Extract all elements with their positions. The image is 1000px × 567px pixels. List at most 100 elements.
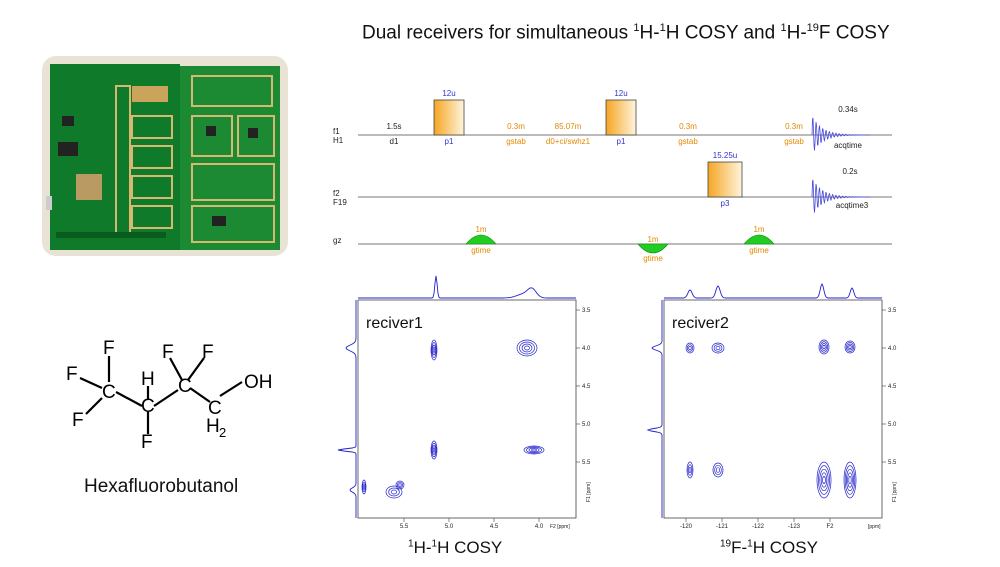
y-tick-label: 5.0 (888, 422, 897, 428)
atom-C: C (141, 396, 155, 417)
cross-peak-contour (430, 440, 438, 460)
y-tick-label: 3.5 (888, 308, 897, 314)
x-tick-label: -121 (716, 524, 729, 530)
cross-peak-contour (390, 489, 398, 495)
cross-peak-contour (847, 472, 853, 488)
cross-peak-contour (432, 445, 436, 455)
y-tick-label: 5.5 (582, 460, 591, 466)
cross-peak-contour (686, 344, 694, 352)
spectrum-2-label: reciver2 (672, 315, 729, 332)
channel-nucleus-h1: H1 (333, 136, 344, 145)
y-tick-label: 5.5 (888, 460, 897, 466)
pulse-p1b-duration: 12u (614, 89, 627, 98)
spectrum-1-left-projection (337, 300, 357, 518)
cross-peak-contour (523, 445, 545, 455)
cross-peak-contour (396, 481, 404, 489)
cross-peak-contour (844, 465, 856, 495)
cross-peak-contour (686, 461, 694, 479)
pulse-p3-label: p3 (721, 199, 730, 208)
cross-peak-contour (531, 448, 537, 452)
gstab-2-value: 0.3m (679, 122, 697, 131)
pulse-p3-duration: 15.25u (713, 151, 737, 160)
cross-peak-contour (688, 466, 692, 474)
cross-peak-contour (821, 343, 827, 351)
spectrum-2-left-projection (646, 300, 663, 518)
x-tick-label: -122 (752, 524, 765, 530)
fid-h1 (811, 117, 870, 151)
spectrum-1-y-axis-label: F1 [ppm] (586, 482, 592, 502)
atom-H2: H (206, 416, 220, 437)
cross-peak-contour (524, 345, 530, 351)
x-tick-label: 4.0 (535, 524, 544, 530)
cross-peak-contour (526, 446, 542, 454)
cross-peak-contour (846, 468, 854, 492)
spectrum-2-cross-peaks (685, 339, 857, 499)
cross-peak-contour (843, 461, 857, 499)
cross-peak-contour (845, 342, 855, 352)
x-tick-label: -123 (788, 524, 801, 530)
cross-peak-contour (847, 343, 853, 351)
atom-F: F (162, 342, 174, 363)
x-tick-label: 4.5 (490, 524, 499, 530)
channel-name-gz: gz (333, 236, 341, 245)
delay-d1-label: d1 (390, 137, 399, 146)
atom-F: F (103, 338, 115, 359)
receiver-board-image (42, 56, 288, 256)
cross-peak-contour (430, 339, 438, 361)
channel-name-f2: f2 (333, 189, 340, 198)
y-tick-label: 5.0 (582, 422, 591, 428)
cross-peak-contour (816, 461, 832, 499)
pulse-sequence-diagram: f1 H1 f2 F19 gz 1.5s d1 12u p1 0.3m gsta… (333, 89, 892, 263)
cross-peak-contour (432, 344, 436, 356)
atom-H2-subscript: 2 (219, 425, 226, 440)
cross-peak-contour (362, 481, 366, 493)
cross-peak-contour (361, 479, 367, 495)
gradient-1-value: 1m (475, 225, 486, 234)
gradient-3 (743, 234, 775, 245)
cross-peak-contour (395, 480, 405, 490)
spectrum-1-caption: 1H-1H COSY (408, 538, 503, 557)
cross-peak-contour (711, 342, 725, 354)
cross-peak-contour (715, 467, 721, 473)
spectrum-1-top-projection (358, 275, 576, 299)
y-tick-label: 4.5 (582, 384, 591, 390)
gstab-3-value: 0.3m (785, 122, 803, 131)
x-tick-label: 5.5 (400, 524, 409, 530)
cross-peak-contour (844, 340, 856, 354)
gradient-1 (465, 234, 497, 245)
cross-peak-contour (388, 487, 400, 497)
acq-2-label: acqtime3 (836, 201, 869, 210)
delay-d0-value: 85.07m (555, 122, 582, 131)
atom-F: F (141, 432, 153, 453)
gradient-3-value: 1m (753, 225, 764, 234)
cross-peak-contour (431, 442, 437, 458)
atom-C: C (178, 376, 192, 397)
y-tick-label: 4.5 (888, 384, 897, 390)
cross-peak-contour (848, 476, 852, 484)
gstab-1-value: 0.3m (507, 122, 525, 131)
cross-peak-contour (822, 344, 826, 350)
delay-d1-value: 1.5s (386, 122, 401, 131)
cross-peak-contour (713, 344, 723, 352)
spectrum-2-caption: 19F-1H COSY (720, 538, 818, 557)
atom-OH: OH (244, 372, 273, 393)
cross-peak-contour (398, 483, 402, 487)
cross-peak-contour (818, 465, 830, 495)
cross-peak-contour (431, 342, 437, 358)
atom-C: C (208, 398, 222, 419)
cross-peak-contour (848, 345, 852, 349)
y-tick-label: 3.5 (582, 308, 591, 314)
fid-f19 (811, 179, 870, 213)
acq-1-value: 0.34s (838, 105, 858, 114)
y-tick-label: 4.0 (582, 346, 591, 352)
pulse-p3 (707, 161, 743, 198)
molecule-name: Hexafluorobutanol (84, 476, 239, 497)
cross-peak-contour (715, 345, 721, 351)
channel-name-f1: f1 (333, 127, 340, 136)
gstab-1-label: gstab (506, 137, 526, 146)
acq-2-value: 0.2s (842, 167, 857, 176)
gradient-2 (637, 243, 669, 254)
acq-1-label: acqtime (834, 141, 863, 150)
spectrum-1-x-axis-label: F2 [ppm] (550, 524, 570, 530)
